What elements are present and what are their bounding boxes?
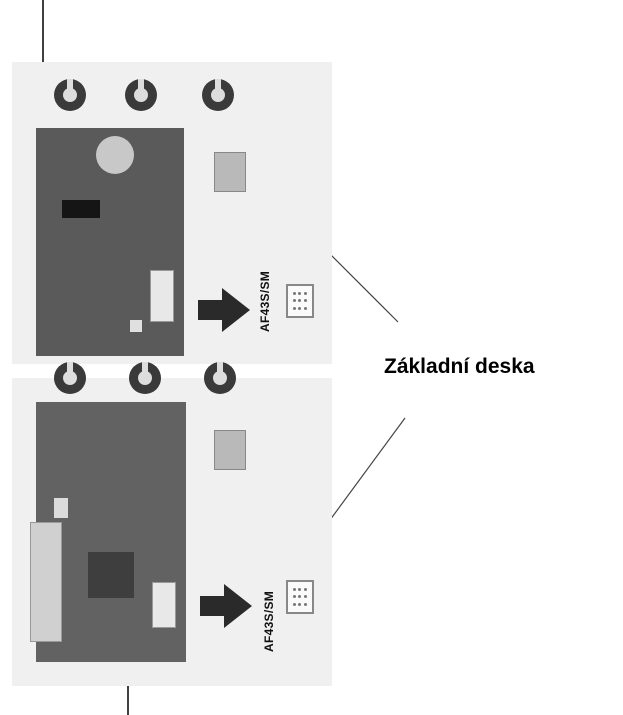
caption-line-lower (329, 417, 406, 521)
trimmer-knob-icon (54, 79, 86, 111)
upper-board-capacitor (96, 136, 134, 174)
trimmer-knob-icon (202, 79, 234, 111)
trimmer-knob-icon (204, 362, 236, 394)
trimmer-knob-icon (129, 362, 161, 394)
upper-board-header (150, 270, 174, 322)
upper-circuit-board (36, 128, 184, 356)
connector-icon (286, 580, 314, 614)
connector-model-label-lower: AF43S/SM (262, 590, 276, 652)
jumper-icon (214, 430, 246, 470)
lower-board-chip (88, 552, 134, 598)
right-arrow-icon (198, 288, 250, 332)
right-arrow-icon (200, 584, 252, 628)
connector-icon (286, 284, 314, 318)
upper-board-chip (62, 200, 100, 218)
jumper-icon (214, 152, 246, 192)
trimmer-knob-icon (125, 79, 157, 111)
lower-circuit-board (30, 402, 186, 662)
lower-board-terminal-block (30, 522, 62, 642)
trimmer-knob-icon (54, 362, 86, 394)
lower-board-component (54, 498, 68, 518)
main-board-caption: Základní deska (384, 355, 535, 378)
upper-board-pad (130, 320, 142, 332)
lower-board-header (152, 582, 176, 628)
